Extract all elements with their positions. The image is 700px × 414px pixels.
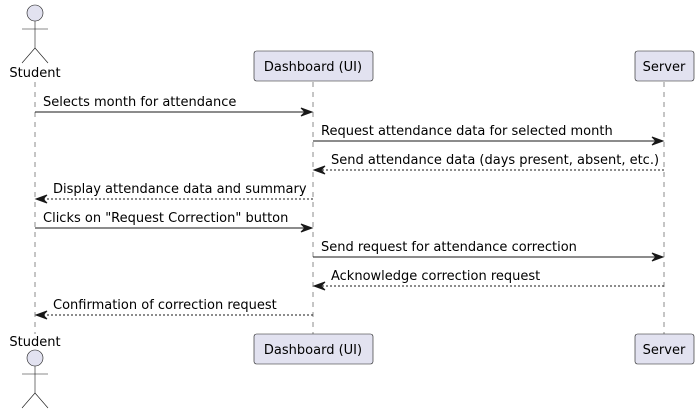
participant-server-label-top: Server (643, 60, 686, 75)
message-label: Selects month for attendance (43, 95, 236, 110)
arrowhead-icon (312, 281, 326, 291)
arrowhead-icon (34, 194, 48, 204)
arrowhead-icon (651, 136, 665, 146)
message-2: Request attendance data for selected mon… (313, 124, 665, 146)
message-label: Send request for attendance correction (321, 240, 577, 255)
message-label: Display attendance data and summary (53, 182, 307, 197)
message-7: Acknowledge correction request (312, 269, 664, 291)
message-5: Clicks on "Request Correction" button (35, 211, 314, 233)
message-label: Acknowledge correction request (331, 269, 540, 284)
participant-server-label-bottom: Server (643, 343, 686, 358)
participant-server-top: Server (634, 50, 695, 82)
message-label: Send attendance data (days present, abse… (331, 153, 659, 168)
actor-student-label-top: Student (9, 66, 60, 81)
message-label: Clicks on "Request Correction" button (43, 211, 288, 226)
participant-dashboard-label-bottom: Dashboard (UI) (264, 343, 362, 358)
message-3: Send attendance data (days present, abse… (312, 153, 664, 175)
message-6: Send request for attendance correction (313, 240, 665, 262)
participant-dashboard-label-top: Dashboard (UI) (264, 60, 362, 75)
arrowhead-icon (651, 252, 665, 262)
message-label: Confirmation of correction request (53, 298, 277, 313)
participant-dashboard-bottom: Dashboard (UI) (253, 333, 374, 365)
message-label: Request attendance data for selected mon… (321, 124, 613, 139)
actor-student-bottom: Student (9, 335, 61, 409)
actor-head-icon (26, 4, 44, 22)
message-8: Confirmation of correction request (34, 298, 313, 320)
actor-head-icon (26, 349, 44, 367)
arrowhead-icon (300, 107, 314, 117)
actor-student-top: Student (9, 4, 61, 81)
message-1: Selects month for attendance (35, 95, 314, 117)
arrowhead-icon (300, 223, 314, 233)
participant-server-bottom: Server (634, 333, 695, 365)
arrowhead-icon (312, 165, 326, 175)
arrowhead-icon (34, 310, 48, 320)
message-4: Display attendance data and summary (34, 182, 313, 204)
actor-student-label-bottom: Student (9, 335, 60, 350)
participant-dashboard-top: Dashboard (UI) (253, 50, 374, 82)
